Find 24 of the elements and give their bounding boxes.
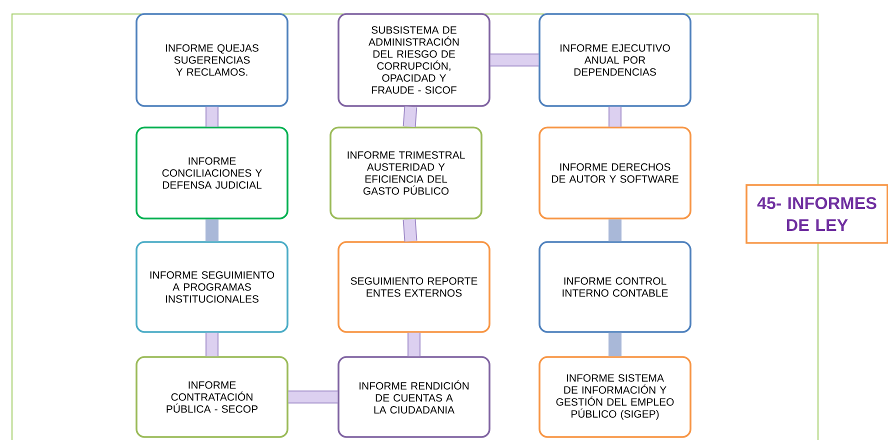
report-box: INFORME CONTROL INTERNO CONTABLE (538, 241, 692, 333)
report-box: INFORME RENDICIÓN DE CUENTAS A LA CIUDADANIA (338, 356, 490, 438)
connector-bar (608, 106, 622, 127)
title-box: 45- INFORMES DE LEY (746, 184, 888, 244)
report-box: INFORME SEGUIMIENTO A PROGRAMAS INSTITUCIONALES (136, 241, 288, 333)
connector-bar (490, 54, 539, 66)
report-box: INFORME EJECUTIVO ANUAL POR DEPENDENCIAS (538, 13, 692, 107)
connector-bar (288, 390, 338, 404)
report-box: INFORME TRIMESTRAL AUSTERIDAD Y EFICIENCIA DEL GASTO PÚBLICO (330, 126, 482, 220)
connector-bar (206, 219, 218, 242)
connector-bar (206, 332, 218, 356)
connector-bar (608, 332, 622, 356)
connector-bar (402, 218, 418, 242)
report-box: INFORME QUEJAS SUGERENCIAS Y RECLAMOS. (136, 13, 288, 107)
connector-bar (408, 332, 420, 356)
report-box: INFORME SISTEMA DE INFORMACIÓN Y GESTIÓN DEL EMPLEO PÚBLICO (SIGEP) (538, 356, 692, 438)
report-box: SUBSISTEMA DE ADMINISTRACIÓN DEL RIESGO DE CORRUPCIÓN, OPACIDAD Y FRAUDE - SICOF (338, 13, 490, 107)
report-box: SEGUIMIENTO REPORTE ENTES EXTERNOS (338, 241, 490, 333)
connector-bar (608, 219, 622, 242)
report-box: INFORME CONTRATACIÓN PÚBLICA - SECOP (136, 356, 288, 438)
connector-bar (402, 106, 418, 128)
report-box: INFORME DERECHOS DE AUTOR Y SOFTWARE (538, 126, 692, 220)
connector-bar (206, 106, 218, 127)
report-box: INFORME CONCILIACIONES Y DEFENSA JUDICIAL (136, 126, 288, 220)
